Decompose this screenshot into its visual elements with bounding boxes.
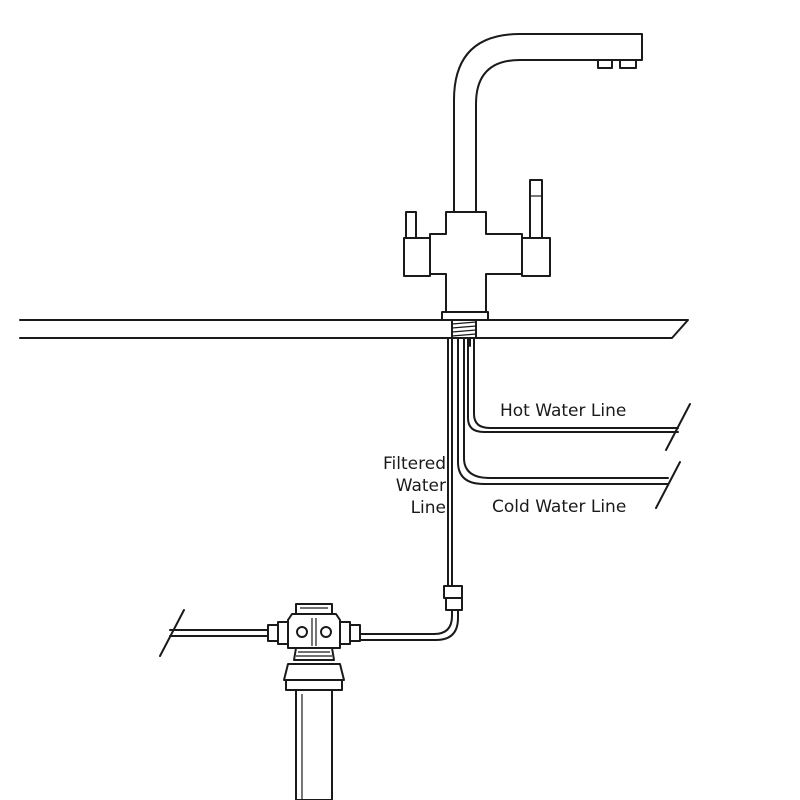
filtered-water-line [351, 337, 463, 641]
cold-water-line-label: Cold Water Line [492, 497, 627, 517]
hot-water-line [467, 337, 691, 451]
faucet [403, 33, 643, 321]
filter-cartridge [283, 663, 345, 800]
hot-water-line-label: Hot Water Line [500, 401, 627, 421]
filtered-label-line-2: Water [395, 476, 446, 496]
cold-water-line [457, 337, 681, 509]
filter-head [267, 603, 361, 661]
countertop [19, 319, 689, 339]
filtered-label-line-1: Filtered [383, 454, 446, 474]
filtered-water-line-label: Filtered Water Line [360, 453, 446, 519]
filtered-label-line-3: Line [410, 498, 446, 518]
inlet-line [159, 609, 271, 657]
